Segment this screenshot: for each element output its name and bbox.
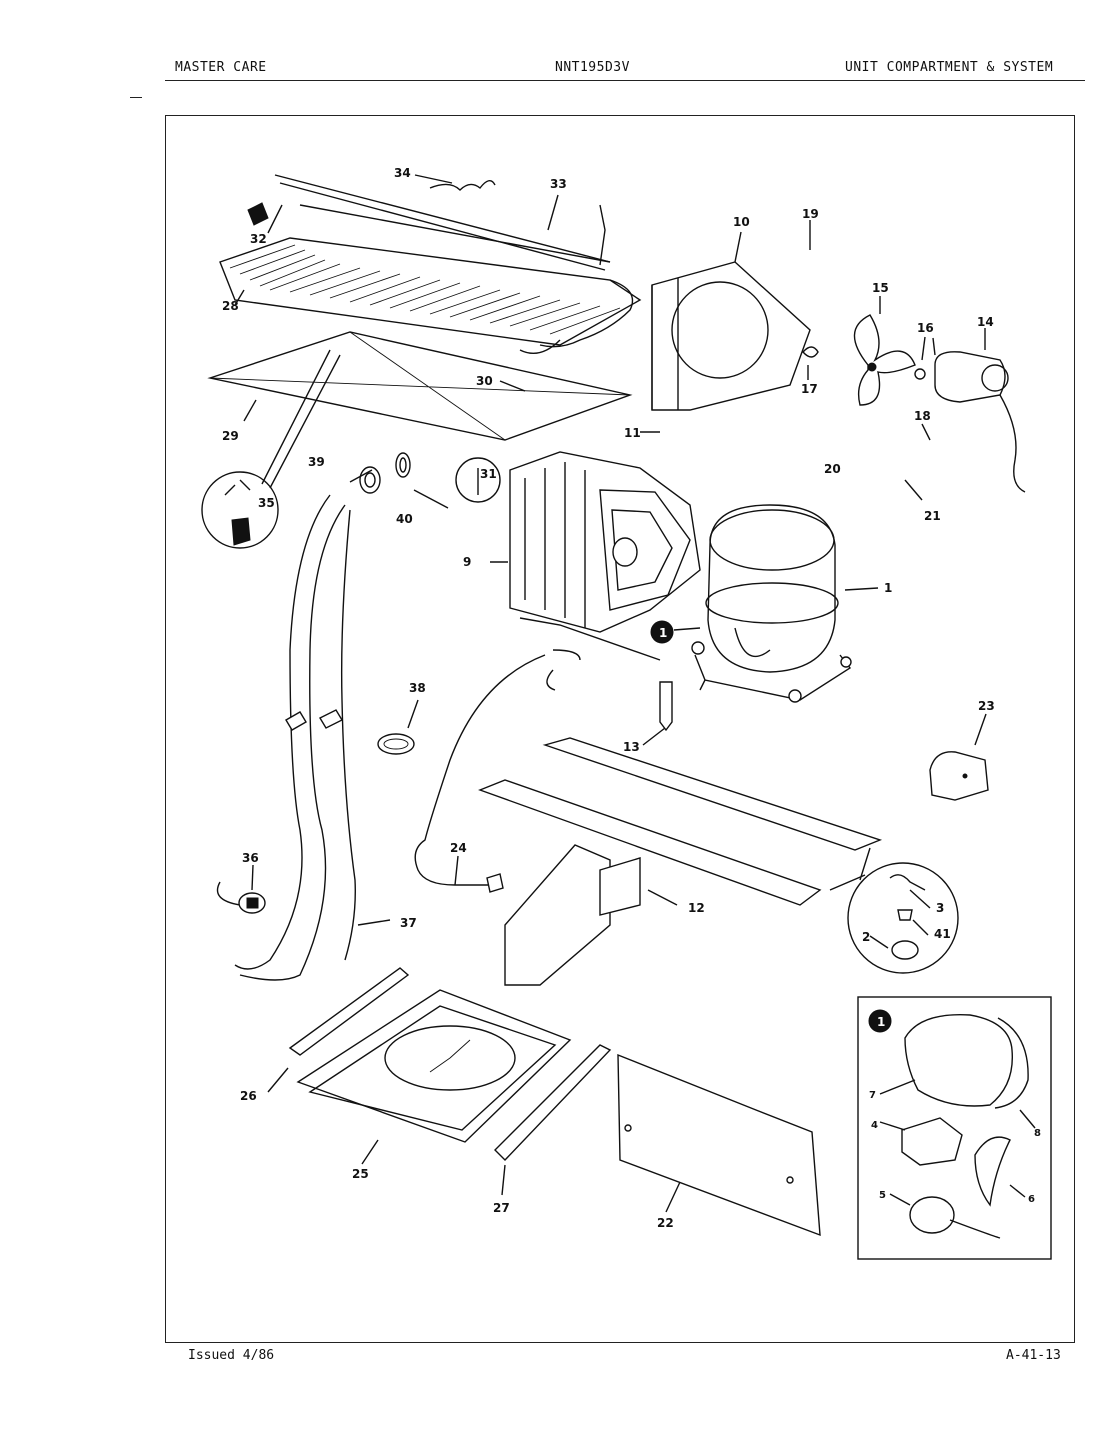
drain-pan	[296, 989, 572, 1143]
callout-24: 24	[450, 841, 467, 855]
callout-6: 6	[1028, 1194, 1035, 1205]
callout-26: 26	[240, 1089, 257, 1103]
page-code: A-41-13	[1006, 1348, 1061, 1363]
callout-14: 14	[977, 315, 994, 329]
tube-clamp	[377, 733, 415, 755]
suction-and-discharge-tubing	[519, 617, 661, 691]
callout-16: 16	[917, 321, 934, 335]
callout-40: 40	[396, 512, 413, 526]
callout-labels: 1 2 3 4 5 6 7 8 9 10 11 12 13 14 15 16 1…	[222, 166, 1041, 1230]
callout-37: 37	[400, 916, 417, 930]
header-rule	[165, 80, 1085, 81]
callout-13: 13	[623, 740, 640, 754]
callout-22: 22	[657, 1216, 674, 1230]
fan-clip	[802, 346, 819, 358]
callout-1: 1	[884, 581, 892, 595]
grommet-detail	[455, 457, 501, 503]
thermostat-detail	[201, 349, 341, 549]
callout-25: 25	[352, 1167, 369, 1181]
base-rail-rear	[542, 737, 883, 851]
callout-15: 15	[872, 281, 889, 295]
callout-10: 10	[733, 215, 750, 229]
relay-overload-inset	[857, 996, 1052, 1260]
callout-39: 39	[308, 455, 325, 469]
drain-pan-rail	[494, 1044, 612, 1162]
leader-lines	[234, 174, 1036, 1213]
callout-2: 2	[862, 930, 870, 944]
relay-overload-marker	[650, 620, 701, 644]
callout-33: 33	[550, 177, 567, 191]
header-section-title: UNIT COMPARTMENT & SYSTEM	[845, 60, 1054, 75]
callout-17: 17	[801, 382, 818, 396]
start-relay	[929, 751, 989, 801]
issued-date: Issued 4/86	[188, 1348, 275, 1363]
diagram-frame	[165, 115, 1075, 1343]
top-rods-and-wire	[247, 174, 611, 271]
callout-41: 41	[934, 927, 951, 941]
callout-5: 5	[879, 1190, 886, 1201]
callout-32: 32	[250, 232, 267, 246]
condenser-fan-blade	[853, 314, 916, 406]
callout-7: 7	[869, 1090, 876, 1101]
callout-31: 31	[480, 467, 497, 481]
rail-hardware-detail	[829, 847, 959, 974]
access-cover	[617, 1053, 821, 1237]
callout-11: 11	[624, 426, 641, 440]
header-model-number: NNT195D3V	[555, 60, 630, 75]
callout-8: 8	[1034, 1128, 1041, 1139]
callout-20: 20	[824, 462, 841, 476]
callout-34: 34	[394, 166, 411, 180]
compressor-marker-number: 1	[659, 626, 667, 640]
fan-shroud	[651, 261, 811, 411]
drain-tube-assembly	[234, 494, 356, 981]
condenser-fan-motor	[934, 351, 1026, 493]
fan-motor-grommet	[914, 368, 926, 380]
callout-30: 30	[476, 374, 493, 388]
callout-9: 9	[463, 555, 471, 569]
callout-29: 29	[222, 429, 239, 443]
heater-assembly	[216, 881, 266, 914]
callout-28: 28	[222, 299, 239, 313]
drain-pan-bracket	[288, 967, 410, 1056]
callout-38: 38	[409, 681, 426, 695]
callout-27: 27	[493, 1201, 510, 1215]
callout-23: 23	[978, 699, 995, 713]
callout-21: 21	[924, 509, 941, 523]
callout-18: 18	[914, 409, 931, 423]
callout-36: 36	[242, 851, 259, 865]
drain-evaporator-housing	[509, 451, 701, 633]
condenser-mounting-frame	[207, 331, 633, 441]
condenser-coil	[219, 237, 642, 354]
base-rail-front	[478, 779, 822, 986]
callout-35: 35	[258, 496, 275, 510]
inset-marker-number: 1	[877, 1015, 885, 1029]
filter-drier	[659, 681, 673, 732]
header-brand: MASTER CARE	[175, 60, 267, 75]
callout-3: 3	[936, 901, 944, 915]
margin-tick	[130, 97, 142, 98]
callout-4: 4	[871, 1120, 878, 1131]
callout-12: 12	[688, 901, 705, 915]
callout-19: 19	[802, 207, 819, 221]
compressor	[691, 504, 852, 703]
grommet-40	[395, 452, 411, 478]
power-cord	[414, 654, 546, 893]
